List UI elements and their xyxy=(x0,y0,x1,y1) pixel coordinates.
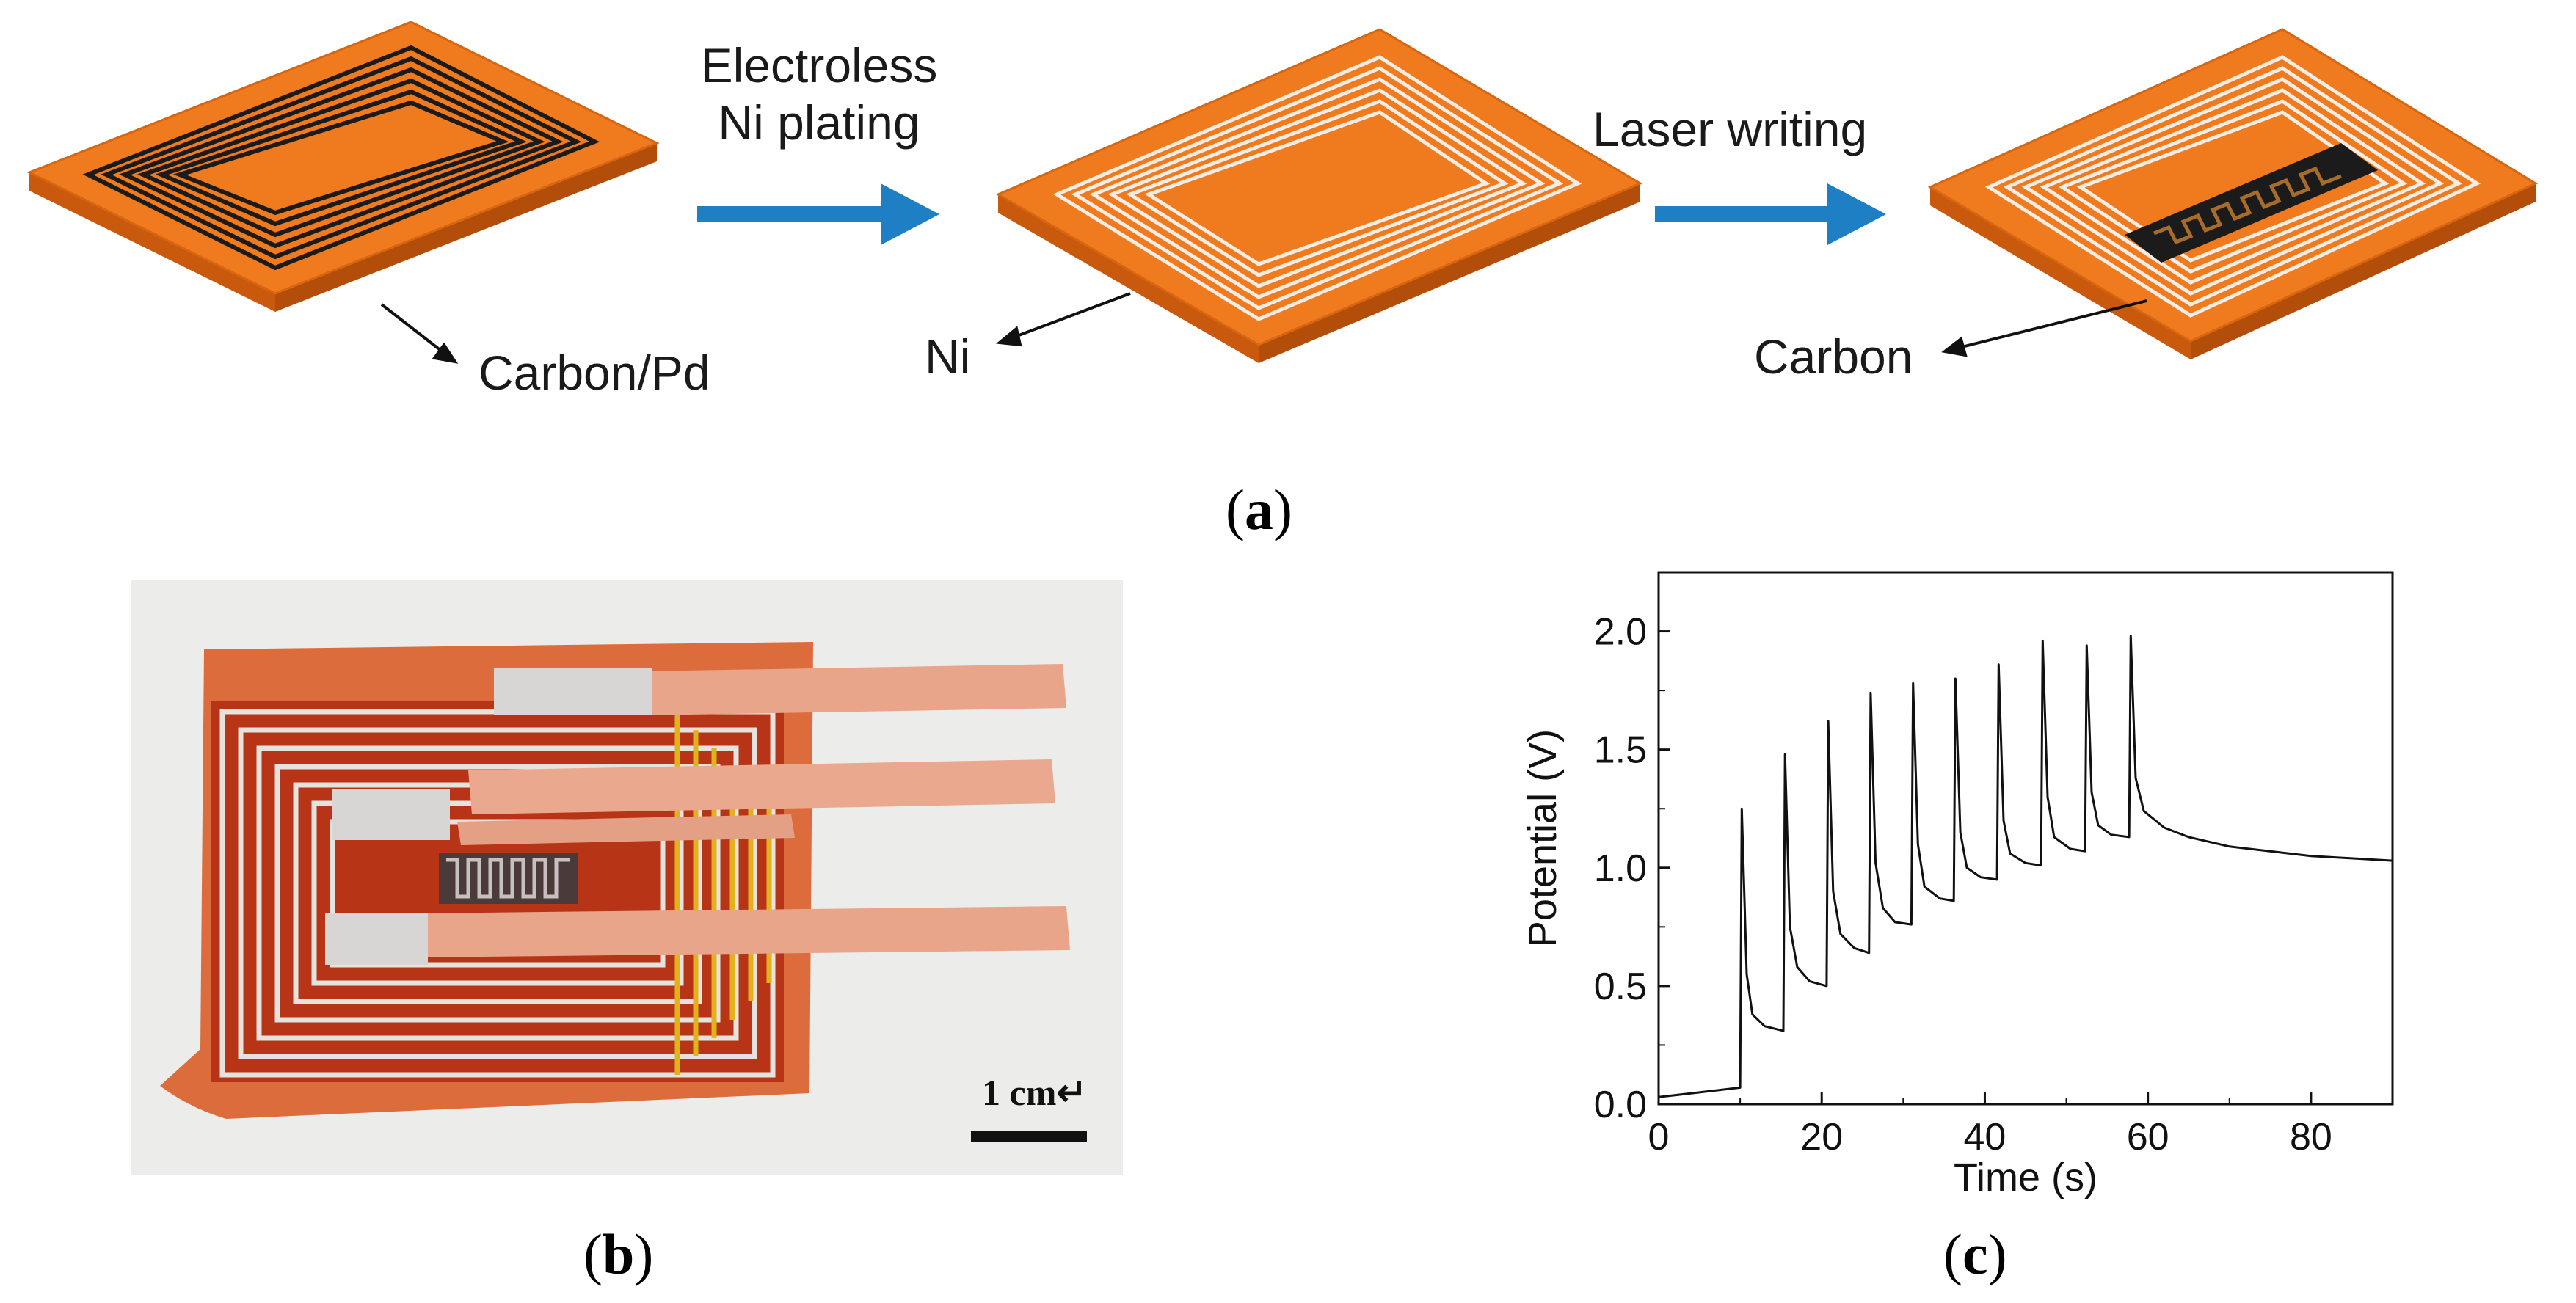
y-tick-label: 2.0 xyxy=(1594,611,1647,654)
step-electroless-label: Electroless Ni plating xyxy=(700,38,938,150)
x-axis-label: Time (s) xyxy=(1954,1156,2097,1200)
y-tick-label: 1.5 xyxy=(1594,729,1647,772)
board-carbon-pd xyxy=(26,21,660,312)
y-tick-label: 1.0 xyxy=(1594,847,1647,890)
x-tick-label: 80 xyxy=(2290,1116,2332,1158)
step-laser-writing-label: Laser writing xyxy=(1593,102,1868,156)
y-axis-label: Potential (V) xyxy=(1521,729,1565,947)
board-carbon-laser xyxy=(1927,28,2539,359)
y-tick-label: 0.0 xyxy=(1594,1084,1647,1126)
callout-carbon-pd: Carbon/Pd xyxy=(479,346,710,400)
callout-carbon: Carbon xyxy=(1754,329,1913,384)
x-tick-label: 60 xyxy=(2127,1116,2169,1158)
process-arrow-1 xyxy=(697,183,939,245)
x-tick-label: 20 xyxy=(1800,1116,1843,1158)
panel-b-photo xyxy=(131,580,1123,1175)
callout-arrows xyxy=(380,292,2147,364)
panel-a-schematic xyxy=(26,21,2539,364)
panel-label-b: (b) xyxy=(583,1222,654,1286)
x-tick-label: 40 xyxy=(1964,1116,2006,1158)
scale-bar-label: 1 cm↵ xyxy=(982,1072,1088,1113)
plot-frame xyxy=(1657,571,2394,1106)
process-arrow-2 xyxy=(1655,183,1886,245)
copper-tapes xyxy=(325,664,1070,965)
callout-ni: Ni xyxy=(925,329,971,384)
panel-label-a: (a) xyxy=(1226,478,1292,541)
scale-bar xyxy=(971,1131,1087,1142)
y-tick-label: 0.5 xyxy=(1594,966,1647,1008)
potential-series-line xyxy=(1658,635,2393,1098)
panel-label-c: (c) xyxy=(1943,1222,2007,1286)
x-tick-label: 0 xyxy=(1648,1116,1670,1158)
board-ni xyxy=(995,28,1643,363)
